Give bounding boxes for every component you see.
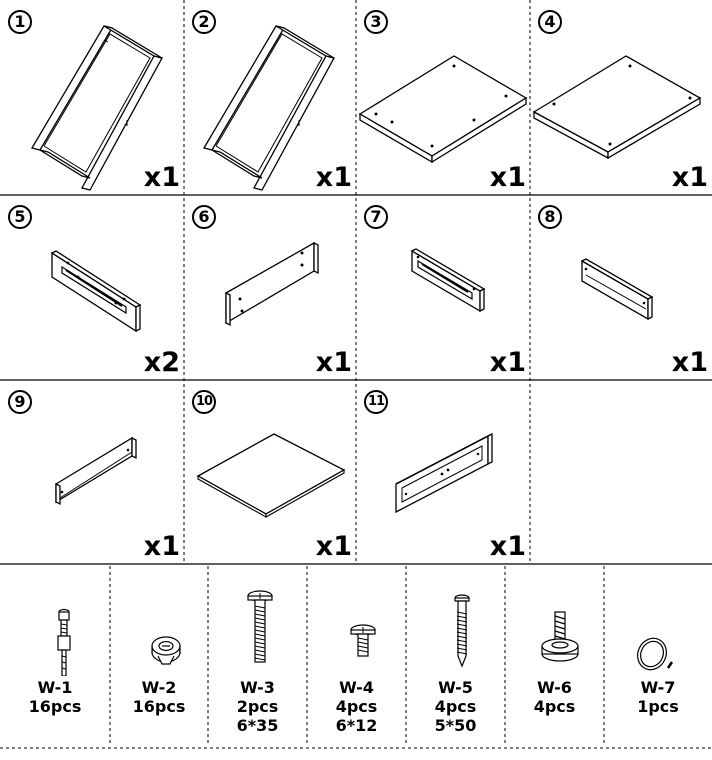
part-cell-9: 9 x1 bbox=[0, 380, 184, 564]
hardware-size: 6*12 bbox=[335, 716, 378, 735]
rail-panel-drawing bbox=[50, 250, 142, 333]
short-bolt-icon bbox=[350, 624, 376, 657]
rail-board-drawing bbox=[410, 248, 486, 313]
hardware-cell-w6: W-6 4pcs bbox=[505, 566, 604, 746]
part-number: 11 bbox=[364, 390, 388, 414]
part-cell-2: 2 x1 bbox=[184, 0, 356, 195]
part-cell-10: 10 x1 bbox=[184, 380, 356, 564]
hardware-label: W-5 4pcs 5*50 bbox=[406, 678, 505, 735]
top-panel-drawing bbox=[358, 55, 528, 164]
back-rail-drawing bbox=[580, 258, 654, 321]
hardware-qty: 2pcs bbox=[236, 697, 279, 716]
hardware-qty: 1pcs bbox=[637, 697, 679, 716]
part-number: 6 bbox=[192, 205, 216, 229]
side-board-drawing bbox=[225, 241, 319, 327]
hardware-code: W-1 bbox=[37, 678, 73, 697]
hardware-label: W-3 2pcs 6*35 bbox=[208, 678, 307, 735]
part-number: 9 bbox=[8, 390, 32, 414]
hardware-code: W-5 bbox=[438, 678, 473, 697]
hardware-cell-w4: W-4 4pcs 6*12 bbox=[307, 566, 406, 746]
hook-ring-icon bbox=[637, 637, 674, 671]
hardware-label: W-1 16pcs bbox=[0, 678, 110, 716]
hardware-code: W-7 bbox=[640, 678, 676, 697]
hardware-cell-w5: W-5 4pcs 5*50 bbox=[406, 566, 505, 746]
part-quantity: x1 bbox=[671, 347, 708, 378]
hardware-label: W-4 4pcs 6*12 bbox=[307, 678, 406, 735]
wood-screw-icon bbox=[454, 594, 470, 668]
part-quantity: x1 bbox=[315, 162, 352, 193]
part-quantity: x1 bbox=[489, 531, 526, 562]
hardware-size: 6*35 bbox=[236, 716, 279, 735]
hardware-qty: 16pcs bbox=[132, 697, 186, 716]
leg-frame-drawing bbox=[30, 25, 163, 191]
leveling-foot-icon bbox=[541, 611, 579, 662]
part-cell-5: 5 x2 bbox=[0, 195, 184, 380]
part-quantity: x2 bbox=[143, 347, 180, 378]
hardware-label: W-7 1pcs bbox=[604, 678, 712, 716]
hardware-qty: 4pcs bbox=[533, 697, 576, 716]
hardware-code: W-6 bbox=[537, 678, 572, 697]
part-quantity: x1 bbox=[315, 531, 352, 562]
long-bolt-icon bbox=[247, 590, 273, 663]
part-cell-4: 4 x1 bbox=[530, 0, 712, 195]
part-quantity: x1 bbox=[315, 347, 352, 378]
part-cell-3: 3 x1 bbox=[356, 0, 530, 195]
part-number: 3 bbox=[364, 10, 388, 34]
front-board-drawing bbox=[395, 432, 493, 514]
hardware-cell-w1: W-1 16pcs bbox=[0, 566, 110, 746]
hardware-code: W-4 bbox=[339, 678, 374, 697]
part-cell-8: 8 x1 bbox=[530, 195, 712, 380]
part-number: 5 bbox=[8, 205, 32, 229]
leg-frame-drawing bbox=[202, 25, 335, 191]
cam-bolt-icon bbox=[57, 608, 71, 676]
hardware-qty: 16pcs bbox=[28, 697, 82, 716]
part-cell-11: 11 x1 bbox=[356, 380, 530, 564]
hardware-code: W-3 bbox=[240, 678, 275, 697]
part-number: 8 bbox=[538, 205, 562, 229]
part-quantity: x1 bbox=[671, 162, 708, 193]
hardware-cell-w7: W-7 1pcs bbox=[604, 566, 712, 746]
part-quantity: x1 bbox=[143, 531, 180, 562]
part-number: 2 bbox=[192, 10, 216, 34]
hardware-cell-w3: W-3 2pcs 6*35 bbox=[208, 566, 307, 746]
cam-lock-icon bbox=[151, 636, 181, 665]
part-quantity: x1 bbox=[489, 347, 526, 378]
part-quantity: x1 bbox=[143, 162, 180, 193]
back-panel-drawing bbox=[196, 433, 346, 518]
hardware-qty: 4pcs bbox=[434, 697, 477, 716]
hardware-label: W-6 4pcs bbox=[505, 678, 604, 716]
hardware-cell-w2: W-2 16pcs bbox=[110, 566, 208, 746]
hardware-code: W-2 bbox=[141, 678, 177, 697]
part-number: 4 bbox=[538, 10, 562, 34]
part-cell-6: 6 x1 bbox=[184, 195, 356, 380]
hardware-label: W-2 16pcs bbox=[110, 678, 208, 716]
part-quantity: x1 bbox=[489, 162, 526, 193]
shelf-panel-drawing bbox=[532, 55, 702, 160]
part-cell-7: 7 x1 bbox=[356, 195, 530, 380]
part-number: 10 bbox=[192, 390, 216, 414]
part-cell-1: 1 x1 bbox=[0, 0, 184, 195]
part-number: 7 bbox=[364, 205, 388, 229]
part-number: 1 bbox=[8, 10, 32, 34]
hardware-qty: 4pcs bbox=[335, 697, 378, 716]
rail-board-drawing bbox=[55, 436, 137, 506]
hardware-size: 5*50 bbox=[434, 716, 477, 735]
